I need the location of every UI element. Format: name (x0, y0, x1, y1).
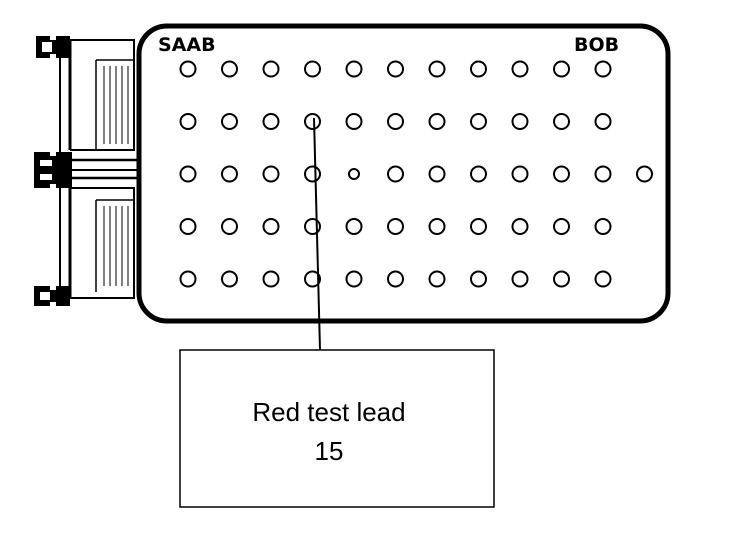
bob-label: BOB (574, 34, 619, 56)
pin-socket (221, 270, 238, 288)
callout-box (179, 349, 495, 508)
pin-socket (594, 165, 612, 183)
pin-socket (304, 218, 321, 235)
pin-socket (387, 270, 404, 288)
pin-socket (221, 218, 238, 235)
plug-icon (34, 152, 72, 188)
pin-socket (304, 165, 321, 183)
plug-icon (34, 286, 70, 306)
pin-socket (262, 165, 280, 183)
pin-socket (470, 218, 487, 235)
breakout-box-outline (136, 23, 671, 324)
pin-socket (262, 218, 280, 235)
pin-socket (179, 60, 197, 78)
pin-socket (553, 60, 570, 78)
pin-socket (511, 165, 529, 183)
pin-socket (511, 113, 529, 130)
pin-socket (553, 113, 570, 130)
pin-socket (428, 165, 446, 183)
test-pin-15 (348, 168, 360, 180)
pin-socket (262, 60, 280, 78)
pin-socket (304, 113, 321, 130)
pin-socket (511, 270, 529, 288)
pin-socket (553, 218, 570, 235)
pin-socket (304, 60, 321, 78)
pin-socket (594, 218, 612, 235)
test-lead-line (313, 117, 321, 351)
pin-socket (387, 60, 404, 78)
pin-socket (179, 165, 197, 183)
pin-socket (511, 60, 529, 78)
callout-label: Red test lead (252, 397, 405, 427)
pin-socket (221, 60, 238, 78)
pin-socket (594, 60, 612, 78)
pin-socket (636, 165, 653, 183)
pin-grid (179, 60, 653, 288)
pin-socket (221, 113, 238, 130)
pin-socket (553, 165, 570, 183)
pin-socket (428, 270, 446, 288)
pin-socket (553, 270, 570, 288)
pin-socket (470, 165, 487, 183)
pin-socket (262, 270, 280, 288)
pin-socket (262, 113, 280, 130)
callout-pin-number: 15 (315, 436, 344, 466)
pin-socket (345, 60, 363, 78)
pin-socket (470, 113, 487, 130)
plug-icon (36, 36, 70, 58)
pin-socket (594, 113, 612, 130)
pin-socket (179, 113, 197, 130)
pin-socket (179, 270, 197, 288)
pin-socket (304, 270, 321, 288)
pin-socket (428, 218, 446, 235)
pin-socket (470, 270, 487, 288)
pin-socket (511, 218, 529, 235)
pin-socket (387, 113, 404, 130)
pin-socket (345, 270, 363, 288)
pin-socket (428, 60, 446, 78)
pin-socket (179, 218, 197, 235)
pin-socket (594, 270, 612, 288)
pin-socket (345, 113, 363, 130)
saab-label: SAAB (158, 34, 216, 56)
pin-socket (221, 165, 238, 183)
pin-socket (428, 113, 446, 130)
pin-socket (470, 60, 487, 78)
pin-socket (387, 218, 404, 235)
pin-socket (387, 165, 404, 183)
pin-socket (345, 218, 363, 235)
